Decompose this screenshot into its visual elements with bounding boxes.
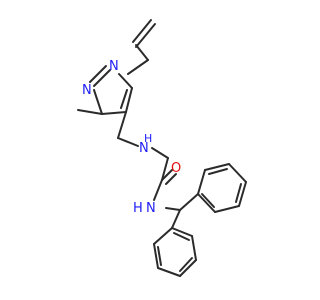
diphenylmethyl-group <box>153 163 247 277</box>
bond-allyl-2 <box>135 44 149 61</box>
atom-labels: N N N H O N H <box>82 59 181 216</box>
bond-allyl-3 <box>127 59 149 75</box>
phenyl-ring-1 <box>197 163 247 213</box>
linker-chain <box>117 111 181 211</box>
bond-ch-ph1 <box>179 193 199 211</box>
bond-co-nh <box>153 179 163 201</box>
oxygen-label: O <box>171 161 181 176</box>
bond-nh-ch <box>165 207 181 211</box>
bond-ph1-5 <box>214 205 240 213</box>
amine-hydrogen-label: H <box>144 132 152 145</box>
bond-c4-c5 <box>125 87 133 113</box>
bond-ph2-d2 <box>179 257 193 272</box>
nitrogen-n1-label: N <box>109 59 119 74</box>
bond-ch2-nh <box>117 137 139 147</box>
bond-allyl-1-double <box>132 19 152 43</box>
bond-n2-c3 <box>93 89 103 115</box>
bond-ph1-1 <box>197 169 206 195</box>
nitrogen-n2-label: N <box>82 83 92 98</box>
bond-nh-ch2 <box>151 147 169 159</box>
bond-ph2-5 <box>191 235 197 261</box>
bond-ph1-d3 <box>201 193 215 208</box>
amide-nitrogen-label: N <box>146 201 156 216</box>
bond-n1-n2-double <box>89 65 107 83</box>
bond-c4-ch2 <box>117 111 127 139</box>
bond-ph1-2 <box>204 163 230 171</box>
molecule-structure: N N N H O N H <box>77 19 247 277</box>
amide-hydrogen-label: H <box>133 201 143 216</box>
molecule-canvas: N N N H O N H <box>77 19 247 277</box>
bond-ch2-co <box>161 157 169 181</box>
phenyl-ring-2 <box>153 227 197 277</box>
bond-co-o <box>161 169 173 181</box>
bond-ph2-d3 <box>173 232 190 241</box>
bond-ph1-4 <box>238 181 247 207</box>
allyl-group <box>127 19 156 75</box>
amine-nitrogen-label: N <box>139 141 149 156</box>
bond-c3-c4 <box>101 111 127 115</box>
bond-ph2-6 <box>171 227 193 237</box>
bond-ph2-d1 <box>157 246 162 266</box>
bond-ph1-d1 <box>208 168 228 175</box>
bond-ph1-3 <box>228 163 247 183</box>
bond-c4-c5-double <box>120 89 128 109</box>
pyrazole-ring <box>77 65 133 115</box>
bond-n1-n2 <box>93 69 111 87</box>
bond-co-o-double <box>165 173 177 185</box>
bond-ch-ph2 <box>171 209 181 229</box>
bond-ph1-d2 <box>235 183 242 203</box>
bond-ph2-2 <box>153 243 159 269</box>
bond-ph2-4 <box>179 259 197 277</box>
bond-allyl-1 <box>135 23 156 48</box>
bond-ph2-3 <box>157 267 181 277</box>
bond-c5-n1 <box>118 73 133 89</box>
bond-methyl <box>77 109 103 115</box>
bond-ph1-6 <box>197 193 216 213</box>
bond-ph2-1 <box>153 227 173 245</box>
